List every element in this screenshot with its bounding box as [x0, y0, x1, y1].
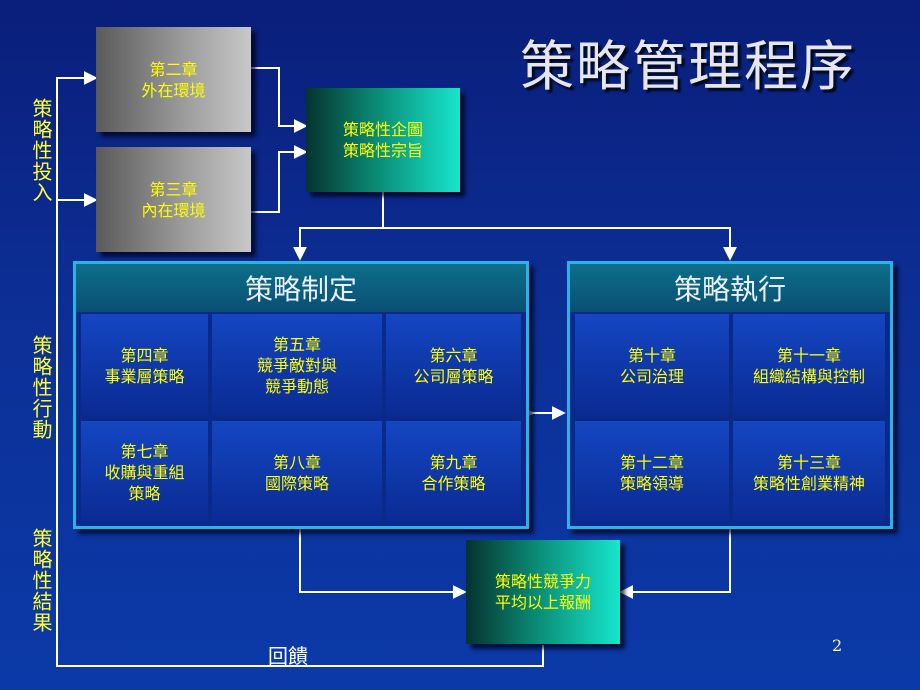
- feedback-loop-line: [56, 71, 544, 667]
- box-external-environment: 第二章外在環境: [96, 27, 251, 132]
- cell-ch7: 第七章收購與重組策略: [81, 421, 208, 524]
- panel-strategy-formulation: 策略制定 第四章事業層策略 第五章競爭敵對與競爭動態 第六章公司層策略 第七章收…: [73, 261, 529, 529]
- cell-ch12: 第十二章策略領導: [575, 421, 729, 524]
- box-strategic-outcome: 策略性競爭力平均以上報酬: [466, 540, 620, 644]
- intent-to-formulation: [293, 192, 384, 261]
- label-strategic-actions: 策略性行動: [29, 335, 53, 440]
- ch2-to-intent: [251, 67, 308, 133]
- formulation-to-outcome: [299, 527, 467, 599]
- feedback-label: 回饋: [268, 644, 308, 668]
- label-strategic-outcomes: 策略性結果: [29, 528, 53, 633]
- panel-header-implementation: 策略執行: [570, 264, 890, 312]
- label-strategic-inputs: 策略性投入: [29, 98, 53, 203]
- cell-ch13: 第十三章策略性創業精神: [733, 421, 885, 524]
- cell-ch10: 第十章公司治理: [575, 314, 729, 417]
- page-title: 策略管理程序: [520, 35, 856, 98]
- cell-ch8: 第八章國際策略: [212, 421, 382, 524]
- cell-ch4: 第四章事業層策略: [81, 314, 208, 417]
- intent-to-implementation: [383, 227, 737, 261]
- ch3-to-intent: [251, 145, 308, 213]
- cell-ch11: 第十一章組織結構與控制: [733, 314, 885, 417]
- cell-ch5: 第五章競爭敵對與競爭動態: [212, 314, 382, 417]
- panel-strategy-implementation: 策略執行 第十章公司治理 第十一章組織結構與控制 第十二章策略領導 第十三章策略…: [567, 261, 893, 529]
- box-internal-environment: 第三章內在環境: [96, 147, 251, 252]
- box-strategic-intent: 策略性企圖策略性宗旨: [306, 88, 460, 192]
- panel-header-formulation: 策略制定: [76, 264, 526, 312]
- cell-ch9: 第九章合作策略: [386, 421, 521, 524]
- page-number: 2: [832, 636, 843, 655]
- implementation-to-outcome: [619, 527, 731, 599]
- cell-ch6: 第六章公司層策略: [386, 314, 521, 417]
